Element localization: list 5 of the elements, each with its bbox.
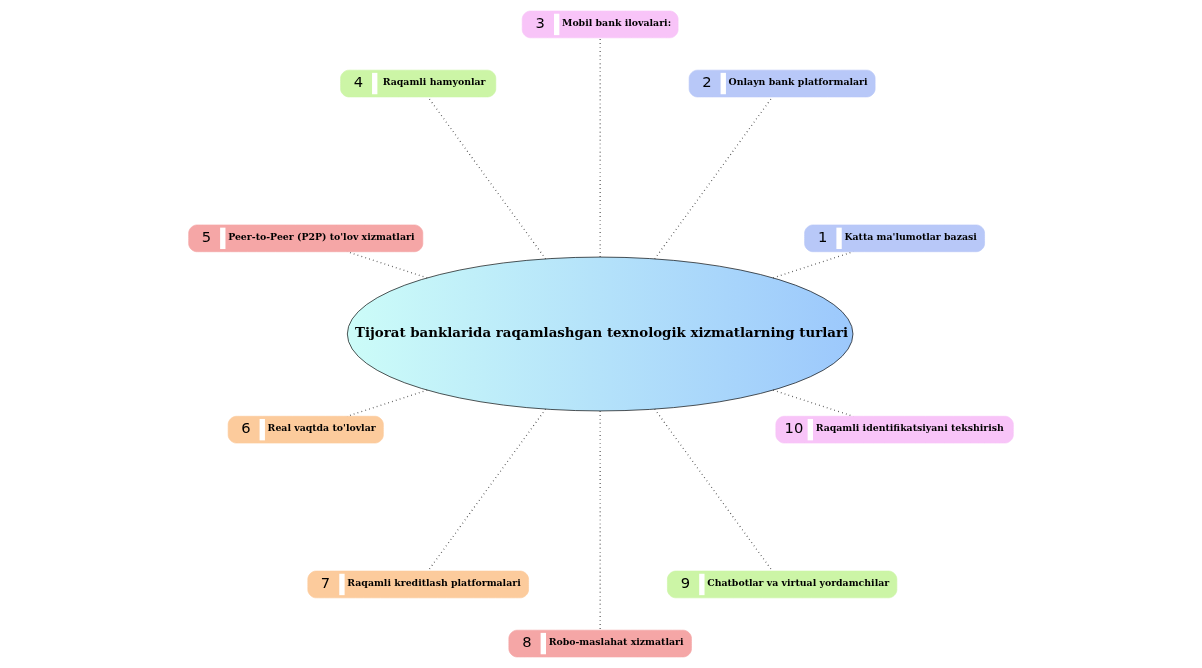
node-ellipse: Tijorat banklarida raqamlashgan texnologik xizmatlarning turlari xyxy=(347,256,854,412)
connector xyxy=(427,96,547,260)
connector xyxy=(427,408,547,572)
connector xyxy=(654,408,774,572)
connector xyxy=(654,96,774,260)
